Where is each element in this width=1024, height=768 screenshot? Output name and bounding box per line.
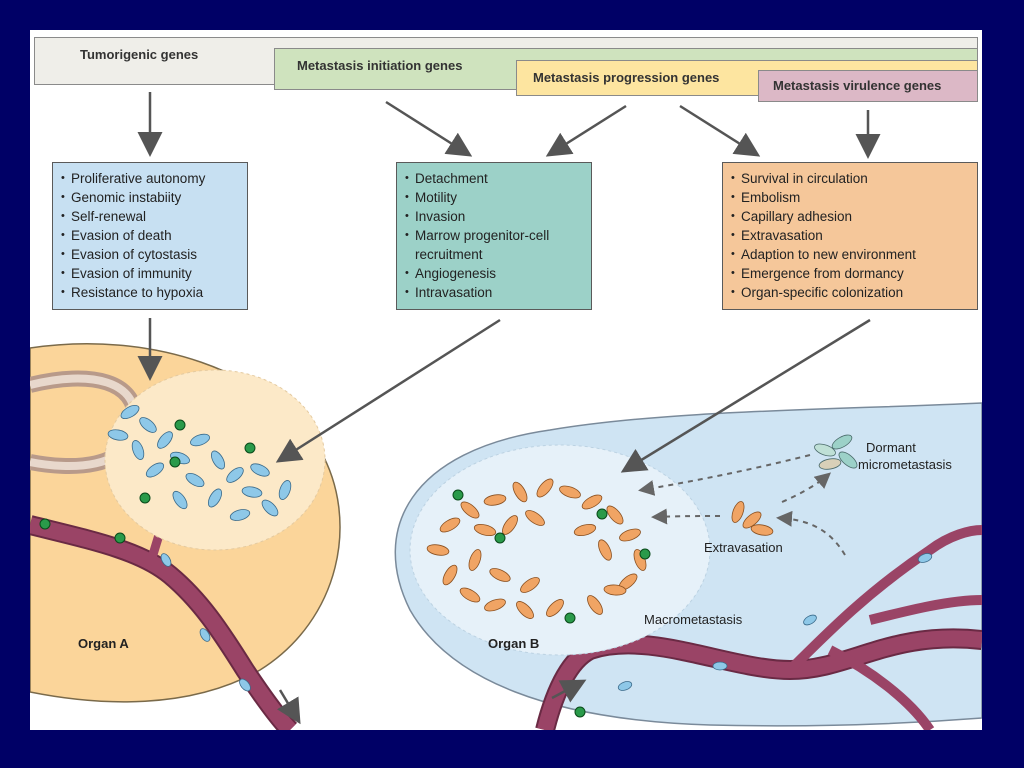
list-item: Detachment <box>405 169 583 188</box>
list-item: Self-renewal <box>61 207 239 226</box>
virulence-genes-label: Metastasis virulence genes <box>773 78 942 93</box>
list-item: Invasion <box>405 207 583 226</box>
list-item: Marrow progenitor-cell recruitment <box>405 226 583 264</box>
dashed-arrows <box>638 454 846 556</box>
virulence-functions-box: Survival in circulation Embolism Capilla… <box>722 162 978 310</box>
initiation-functions-box: Detachment Motility Invasion Marrow prog… <box>396 162 592 310</box>
list-item: Evasion of immunity <box>61 264 239 283</box>
list-item: Evasion of cytostasis <box>61 245 239 264</box>
figure-frame: Tumorigenic genes Metastasis initiation … <box>30 30 982 730</box>
list-item: Proliferative autonomy <box>61 169 239 188</box>
arrows <box>137 92 881 725</box>
organ-a-label: Organ A <box>78 636 129 651</box>
green-markers <box>39 419 651 718</box>
list-item: Survival in circulation <box>731 169 969 188</box>
list-item: Intravasation <box>405 283 583 302</box>
extravasation-label: Extravasation <box>704 540 783 555</box>
list-item: Organ-specific colonization <box>731 283 969 302</box>
tumorigenic-genes-label: Tumorigenic genes <box>80 47 199 62</box>
dormant-cells <box>814 434 858 470</box>
list-item: Motility <box>405 188 583 207</box>
list-item: Resistance to hypoxia <box>61 283 239 302</box>
macrometastasis-label: Macrometastasis <box>644 612 743 627</box>
list-item: Evasion of death <box>61 226 239 245</box>
tumorigenic-functions-box: Proliferative autonomy Genomic instabiit… <box>52 162 248 310</box>
macrometastasis-cells <box>426 478 647 619</box>
progression-genes-label: Metastasis progression genes <box>533 70 720 85</box>
dormant-label-line2: micrometastasis <box>858 457 952 472</box>
list-item: Extravasation <box>731 226 969 245</box>
list-item: Emergence from dormancy <box>731 264 969 283</box>
list-item: Capillary adhesion <box>731 207 969 226</box>
tumor-cells-organ-a <box>107 404 292 521</box>
list-item: Embolism <box>731 188 969 207</box>
list-item: Genomic instabiity <box>61 188 239 207</box>
list-item: Angiogenesis <box>405 264 583 283</box>
dormant-label-line1: Dormant <box>866 440 916 455</box>
extravasation-cells <box>731 501 774 536</box>
list-item: Adaption to new environment <box>731 245 969 264</box>
initiation-genes-label: Metastasis initiation genes <box>297 58 463 73</box>
virulence-genes-band: Metastasis virulence genes <box>758 70 978 102</box>
organ-b-label: Organ B <box>488 636 540 651</box>
illustration-layer <box>30 92 982 730</box>
